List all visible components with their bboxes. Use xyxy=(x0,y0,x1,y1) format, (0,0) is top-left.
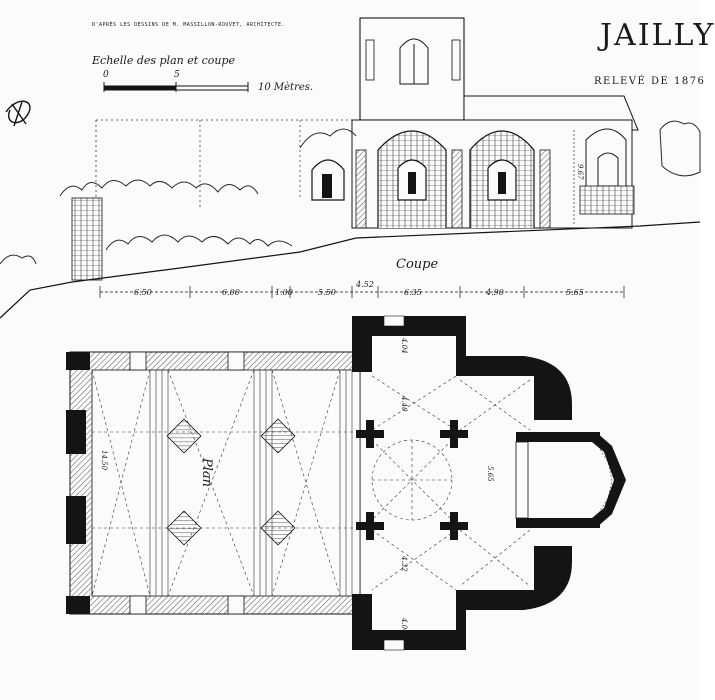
church-plan xyxy=(66,315,626,651)
plan-dim-north-transept: 4.04 xyxy=(400,338,408,354)
monogram-icon xyxy=(5,100,31,127)
plan-dim-crossing-top: 4.40 xyxy=(400,396,408,412)
section-dim-3: 1.00 xyxy=(275,288,293,297)
architectural-drawing xyxy=(0,17,701,651)
drawing-title: JAILLY xyxy=(600,18,715,53)
scale-bar xyxy=(103,82,249,92)
section-dimension-line xyxy=(99,286,625,298)
scale-tick-5: 5 xyxy=(174,70,180,80)
plan-dim-crossing-width: 5.65 xyxy=(486,466,494,482)
plan-label: Plan xyxy=(199,458,214,488)
section-dim-8: 5.65 xyxy=(566,288,584,297)
foliage xyxy=(0,120,701,265)
church-section xyxy=(0,17,701,319)
architect-credit: D'APRÈS LES DESSINS DE M. MASSILLON-ROUV… xyxy=(92,22,286,28)
section-dim-6: 6.35 xyxy=(404,288,422,297)
drawing-sheet: D'APRÈS LES DESSINS DE M. MASSILLON-ROUV… xyxy=(0,17,714,651)
plan-dim-south-transept: 4.04 xyxy=(400,618,408,634)
plan-dim-nave-width: 14.50 xyxy=(100,450,108,471)
section-label: Coupe xyxy=(396,257,439,272)
scale-end-label: 10 Mètres. xyxy=(258,82,314,93)
section-dim-5: 4.52 xyxy=(356,280,374,289)
section-dim-4: 5.50 xyxy=(318,288,336,297)
section-dim-1: 6.50 xyxy=(134,288,152,297)
section-dim-7: 4.90 xyxy=(486,288,504,297)
section-dim-2: 6.00 xyxy=(222,288,240,297)
scale-tick-0: 0 xyxy=(103,70,109,80)
section-height-dim: 9.67 xyxy=(576,164,584,180)
survey-date: RELEVÉ DE 1876 xyxy=(594,76,706,87)
plan-dim-crossing-bottom: 4.32 xyxy=(400,556,408,572)
scale-title: Echelle des plan et coupe xyxy=(92,54,236,67)
